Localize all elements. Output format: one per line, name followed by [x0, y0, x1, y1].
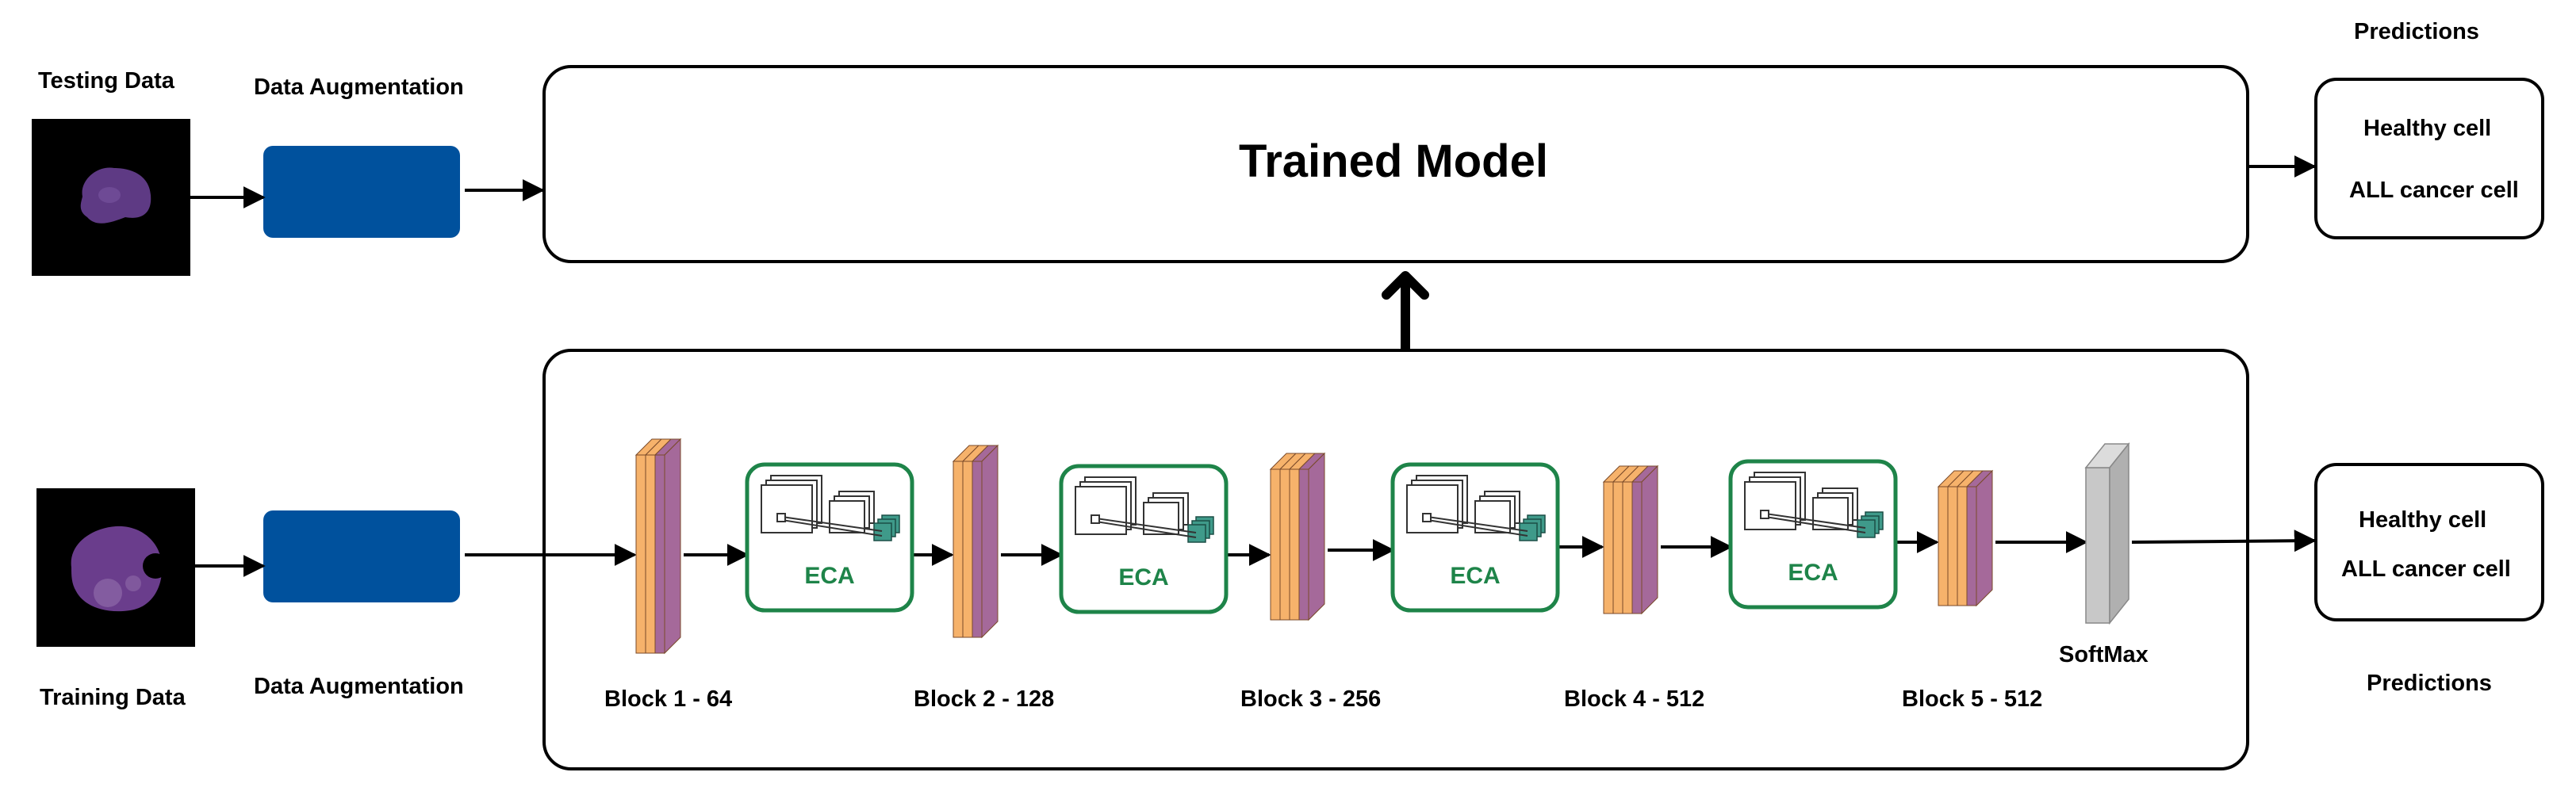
eca-feature-map: [761, 484, 813, 533]
conv-block-1: [634, 438, 682, 655]
testing-class-all-cancer: ALL cancer cell: [2349, 178, 2519, 203]
testing-augmentation-label: Data Augmentation: [254, 75, 464, 100]
eca-kernel: [1422, 513, 1432, 522]
training-predictions-label: Predictions: [2367, 671, 2492, 696]
conv-slab: [1279, 468, 1290, 621]
eca-kernel: [1091, 514, 1100, 524]
conv-slab: [962, 461, 973, 638]
conv-block-2: [952, 444, 999, 639]
conv-slab-side: [981, 444, 999, 639]
softmax-layer: [2084, 442, 2130, 625]
training-cell-image: [36, 488, 195, 647]
eca-module-1: ECA: [745, 462, 914, 613]
conv-slab: [1957, 486, 1968, 606]
block-5-label: Block 5 - 512: [1902, 686, 2043, 712]
eca-connector: [781, 519, 883, 537]
block-2-label: Block 2 - 128: [914, 686, 1055, 712]
conv-slab: [1966, 486, 1977, 606]
conv-slab: [1298, 468, 1309, 621]
conv-slab-side: [1976, 469, 1993, 607]
eca-label: ECA: [1118, 564, 1168, 591]
conv-slab: [1947, 486, 1958, 606]
softmax-layer-shape: [2084, 442, 2130, 625]
conv-slab: [1270, 468, 1281, 621]
testing-augmentation-box: [263, 146, 460, 238]
eca-connector: [781, 516, 883, 532]
eca-feature-map: [1406, 484, 1459, 533]
conv-slab: [1289, 468, 1300, 621]
conv-slab: [1938, 486, 1949, 606]
testing-predictions-box: [2314, 78, 2544, 239]
conv-slab: [972, 461, 983, 638]
conv-slab: [1603, 481, 1614, 614]
conv-block-4: [1602, 464, 1659, 615]
eca-connector: [1765, 513, 1866, 529]
conv-slab: [635, 454, 646, 654]
training-class-healthy: Healthy cell: [2359, 507, 2487, 533]
block-1-label: Block 1 - 64: [604, 686, 733, 712]
arrow-up-head: [1382, 271, 1429, 300]
eca-connector: [1095, 518, 1197, 533]
conv-slab: [1612, 481, 1623, 614]
eca-cube: [1519, 522, 1538, 541]
conv-slab-side: [1308, 452, 1325, 621]
eca-kernel: [1760, 510, 1769, 519]
testing-predictions-label: Predictions: [2354, 19, 2479, 44]
training-data-label: Training Data: [40, 685, 186, 710]
eca-module-2: ECA: [1059, 464, 1229, 614]
conv-slab: [654, 454, 665, 654]
training-augmentation-label: Data Augmentation: [254, 674, 464, 699]
eca-module-3: ECA: [1390, 462, 1560, 613]
block-3-label: Block 3 - 256: [1240, 686, 1382, 712]
conv-block-3: [1269, 452, 1326, 621]
eca-label: ECA: [1788, 560, 1838, 586]
conv-slab-side: [664, 438, 681, 655]
eca-feature-map: [1075, 486, 1127, 535]
arrows-layer: [190, 155, 2317, 577]
eca-connector: [1427, 516, 1528, 532]
conv-slab-side: [1641, 464, 1658, 615]
trained-model-box: [542, 65, 2249, 263]
eca-connector: [1427, 519, 1528, 537]
training-augmentation-box: [263, 510, 460, 602]
eca-kernel: [776, 513, 786, 522]
testing-cell-blob: [80, 167, 151, 224]
eca-label: ECA: [804, 563, 854, 589]
testing-cell-image: [32, 119, 190, 276]
arrow-chain-10: [2131, 529, 2317, 552]
conv-slab: [953, 461, 964, 638]
testing-class-healthy: Healthy cell: [2363, 116, 2492, 141]
testing-data-label: Testing Data: [38, 68, 174, 94]
conv-slab: [1631, 481, 1643, 614]
eca-cube: [1187, 524, 1206, 543]
softmax-front: [2085, 467, 2110, 624]
eca-label: ECA: [1450, 563, 1500, 589]
conv-slab: [645, 454, 656, 654]
trained-model-title: Trained Model: [1239, 136, 1548, 187]
conv-blocks-layer: [634, 438, 1994, 655]
training-cell-blob: [71, 526, 168, 612]
eca-connector: [1765, 516, 1866, 533]
block-4-label: Block 4 - 512: [1564, 686, 1705, 712]
eca-module-4: ECA: [1728, 459, 1898, 610]
eca-modules-layer: ECA ECA ECA ECA: [745, 459, 1898, 614]
conv-block-5: [1937, 469, 1994, 607]
softmax-label: SoftMax: [2059, 642, 2149, 667]
eca-cube: [1857, 519, 1876, 538]
eca-connector: [1095, 521, 1197, 538]
softmax-side: [2109, 442, 2129, 625]
eca-feature-map: [1744, 481, 1796, 530]
conv-slab: [1622, 481, 1633, 614]
eca-cube: [873, 522, 892, 541]
training-class-all-cancer: ALL cancer cell: [2341, 556, 2511, 582]
